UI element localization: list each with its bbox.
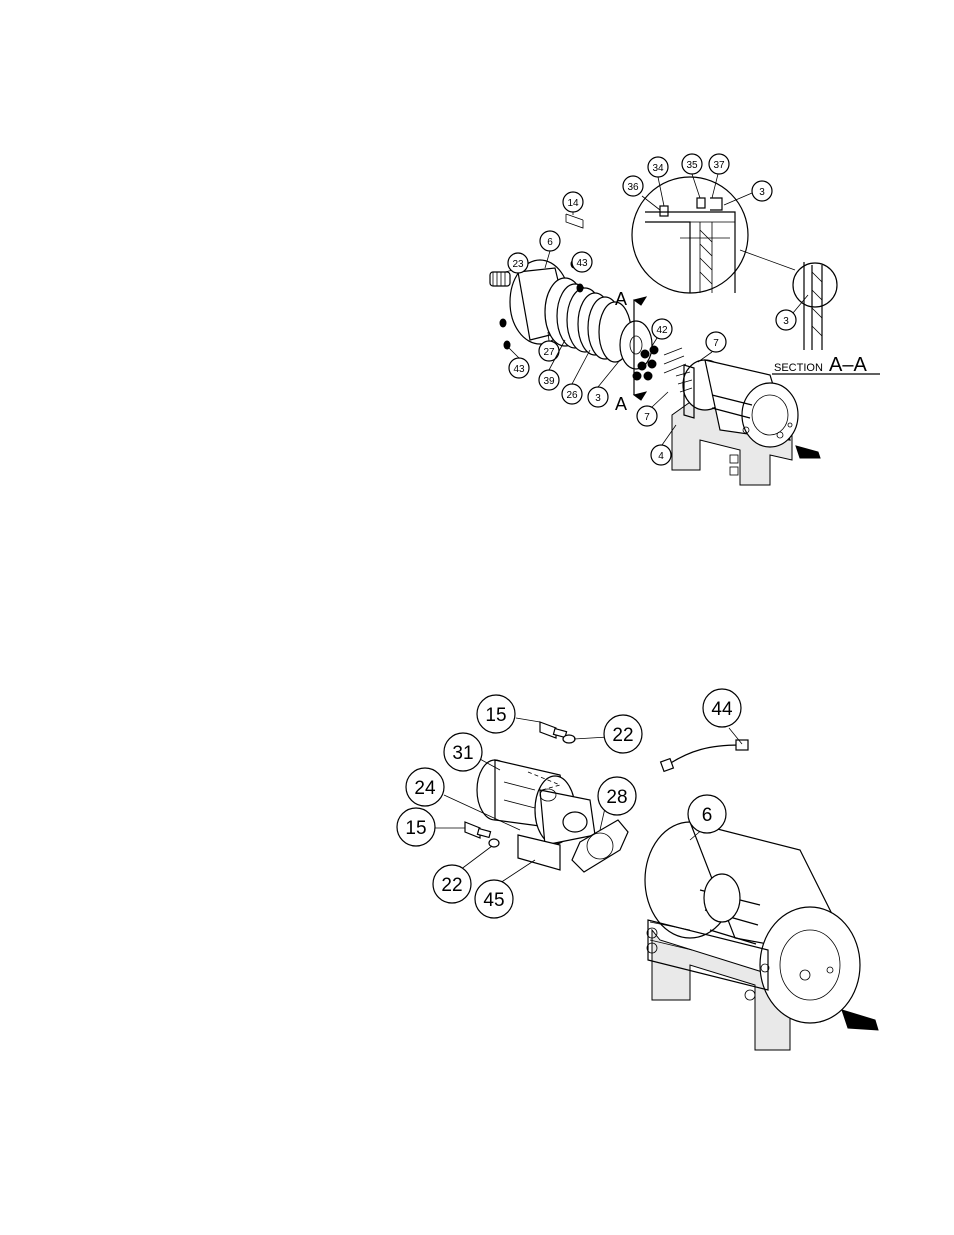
section-arrow-top-icon [634, 297, 646, 305]
callout-3: 3 [595, 393, 601, 404]
callout-45: 45 [483, 890, 504, 911]
callout-42: 42 [656, 325, 668, 336]
section-title: A–A [829, 354, 867, 376]
callout-27: 27 [543, 347, 555, 358]
section-marker-top: A [615, 289, 627, 309]
clutch-stack [490, 214, 686, 380]
callout-34: 34 [652, 163, 664, 174]
callout-37: 37 [713, 160, 725, 171]
section-arrow-bottom-icon [634, 392, 646, 400]
callout-22-bottom: 22 [441, 875, 462, 896]
bottom-exploded-view: 15 22 44 31 24 28 6 15 22 45 [397, 689, 878, 1050]
top-exploded-view: A A SECTION A–A 14 6 23 [490, 154, 880, 485]
callout-36: 36 [627, 182, 639, 193]
callout-28: 28 [606, 787, 627, 808]
section-prefix: SECTION [774, 362, 823, 374]
callout-26: 26 [566, 390, 578, 401]
callout-4: 4 [658, 451, 664, 462]
section-marker-bottom: A [615, 394, 627, 414]
callout-44: 44 [711, 699, 733, 720]
callout-7-bottom: 7 [644, 412, 650, 423]
callout-22-top: 22 [612, 725, 633, 746]
callout-14: 14 [567, 198, 579, 209]
callout-23: 23 [512, 259, 524, 270]
callout-15-bottom: 15 [405, 818, 426, 839]
winch-assembly-top [672, 360, 820, 485]
callout-3-section: 3 [783, 316, 789, 327]
callout-15-top: 15 [485, 705, 506, 726]
callout-6: 6 [547, 237, 553, 248]
callout-3-detail: 3 [759, 187, 765, 198]
winch-assembly-bottom [645, 822, 878, 1050]
callout-24: 24 [414, 778, 436, 799]
hose [666, 745, 740, 766]
callout-35: 35 [686, 160, 698, 171]
callout-43-bottom: 43 [513, 364, 525, 375]
callout-31: 31 [452, 743, 473, 764]
callout-7-top: 7 [713, 338, 719, 349]
callout-6-bottom: 6 [702, 805, 713, 826]
callout-43-top: 43 [576, 258, 588, 269]
callout-39: 39 [543, 376, 555, 387]
